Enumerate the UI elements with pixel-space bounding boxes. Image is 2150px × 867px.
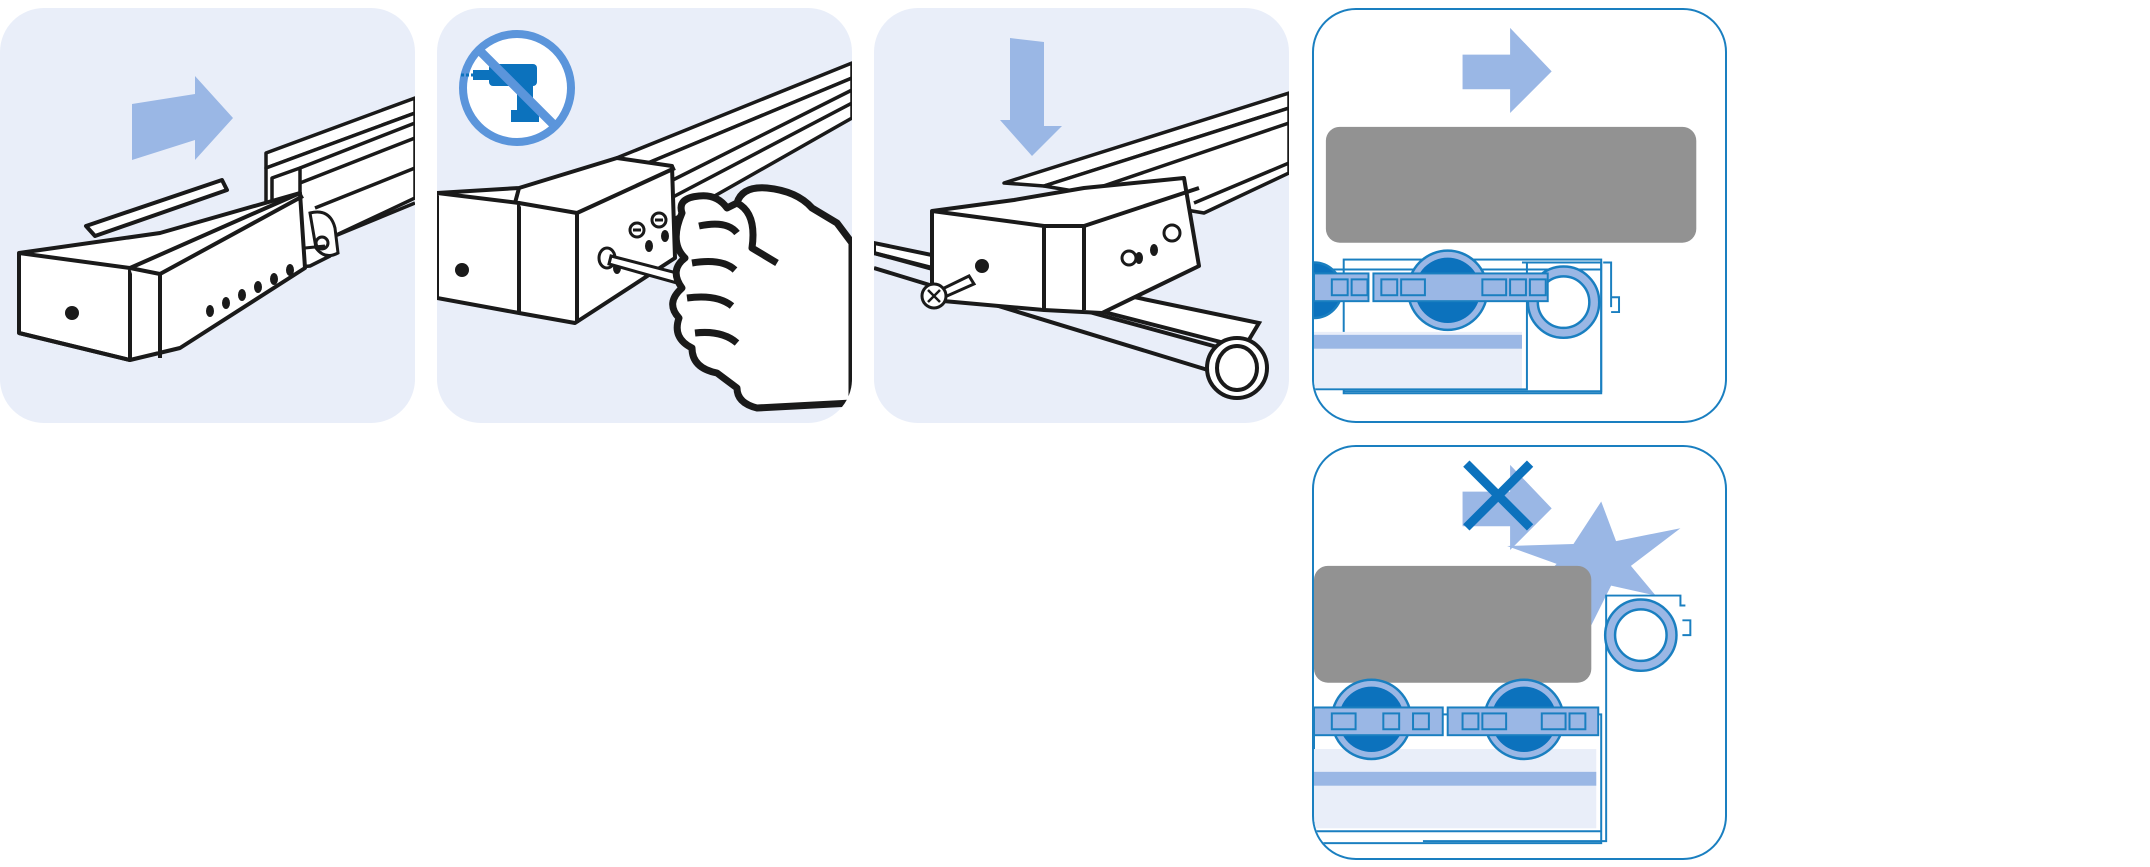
fixing-screw: [920, 274, 977, 310]
rail-bracket: [437, 156, 677, 325]
slide-right-arrow-icon: [1462, 27, 1552, 113]
correct-detail-panel: [1312, 8, 1727, 423]
step-panel-2: [437, 8, 852, 423]
press-down-arrow-icon: [1000, 38, 1062, 156]
chain-links: [1314, 706, 1600, 737]
gray-block: [1314, 565, 1592, 683]
no-power-drill-icon: [459, 30, 575, 146]
incorrect-detail-panel: [1312, 445, 1727, 860]
step-panel-3: [874, 8, 1289, 423]
correct-illustration: [1314, 27, 1697, 395]
collision-burst-icon: [1507, 501, 1681, 626]
push-right-arrow-icon: [132, 76, 233, 160]
rail-bracket: [17, 178, 307, 362]
rail-bracket: [930, 176, 1201, 315]
step-2-illustration: [437, 30, 852, 412]
hand-fist: [669, 184, 852, 412]
gray-block: [1325, 126, 1697, 243]
incorrect-illustration: [1314, 460, 1692, 845]
step-3-illustration: [874, 38, 1289, 400]
step-panel-1: [0, 8, 415, 423]
step-1-illustration: [17, 76, 415, 362]
chain-links: [1314, 272, 1549, 303]
blocked-cross-icon: [1463, 460, 1534, 531]
bracket-holes: [65, 264, 294, 320]
